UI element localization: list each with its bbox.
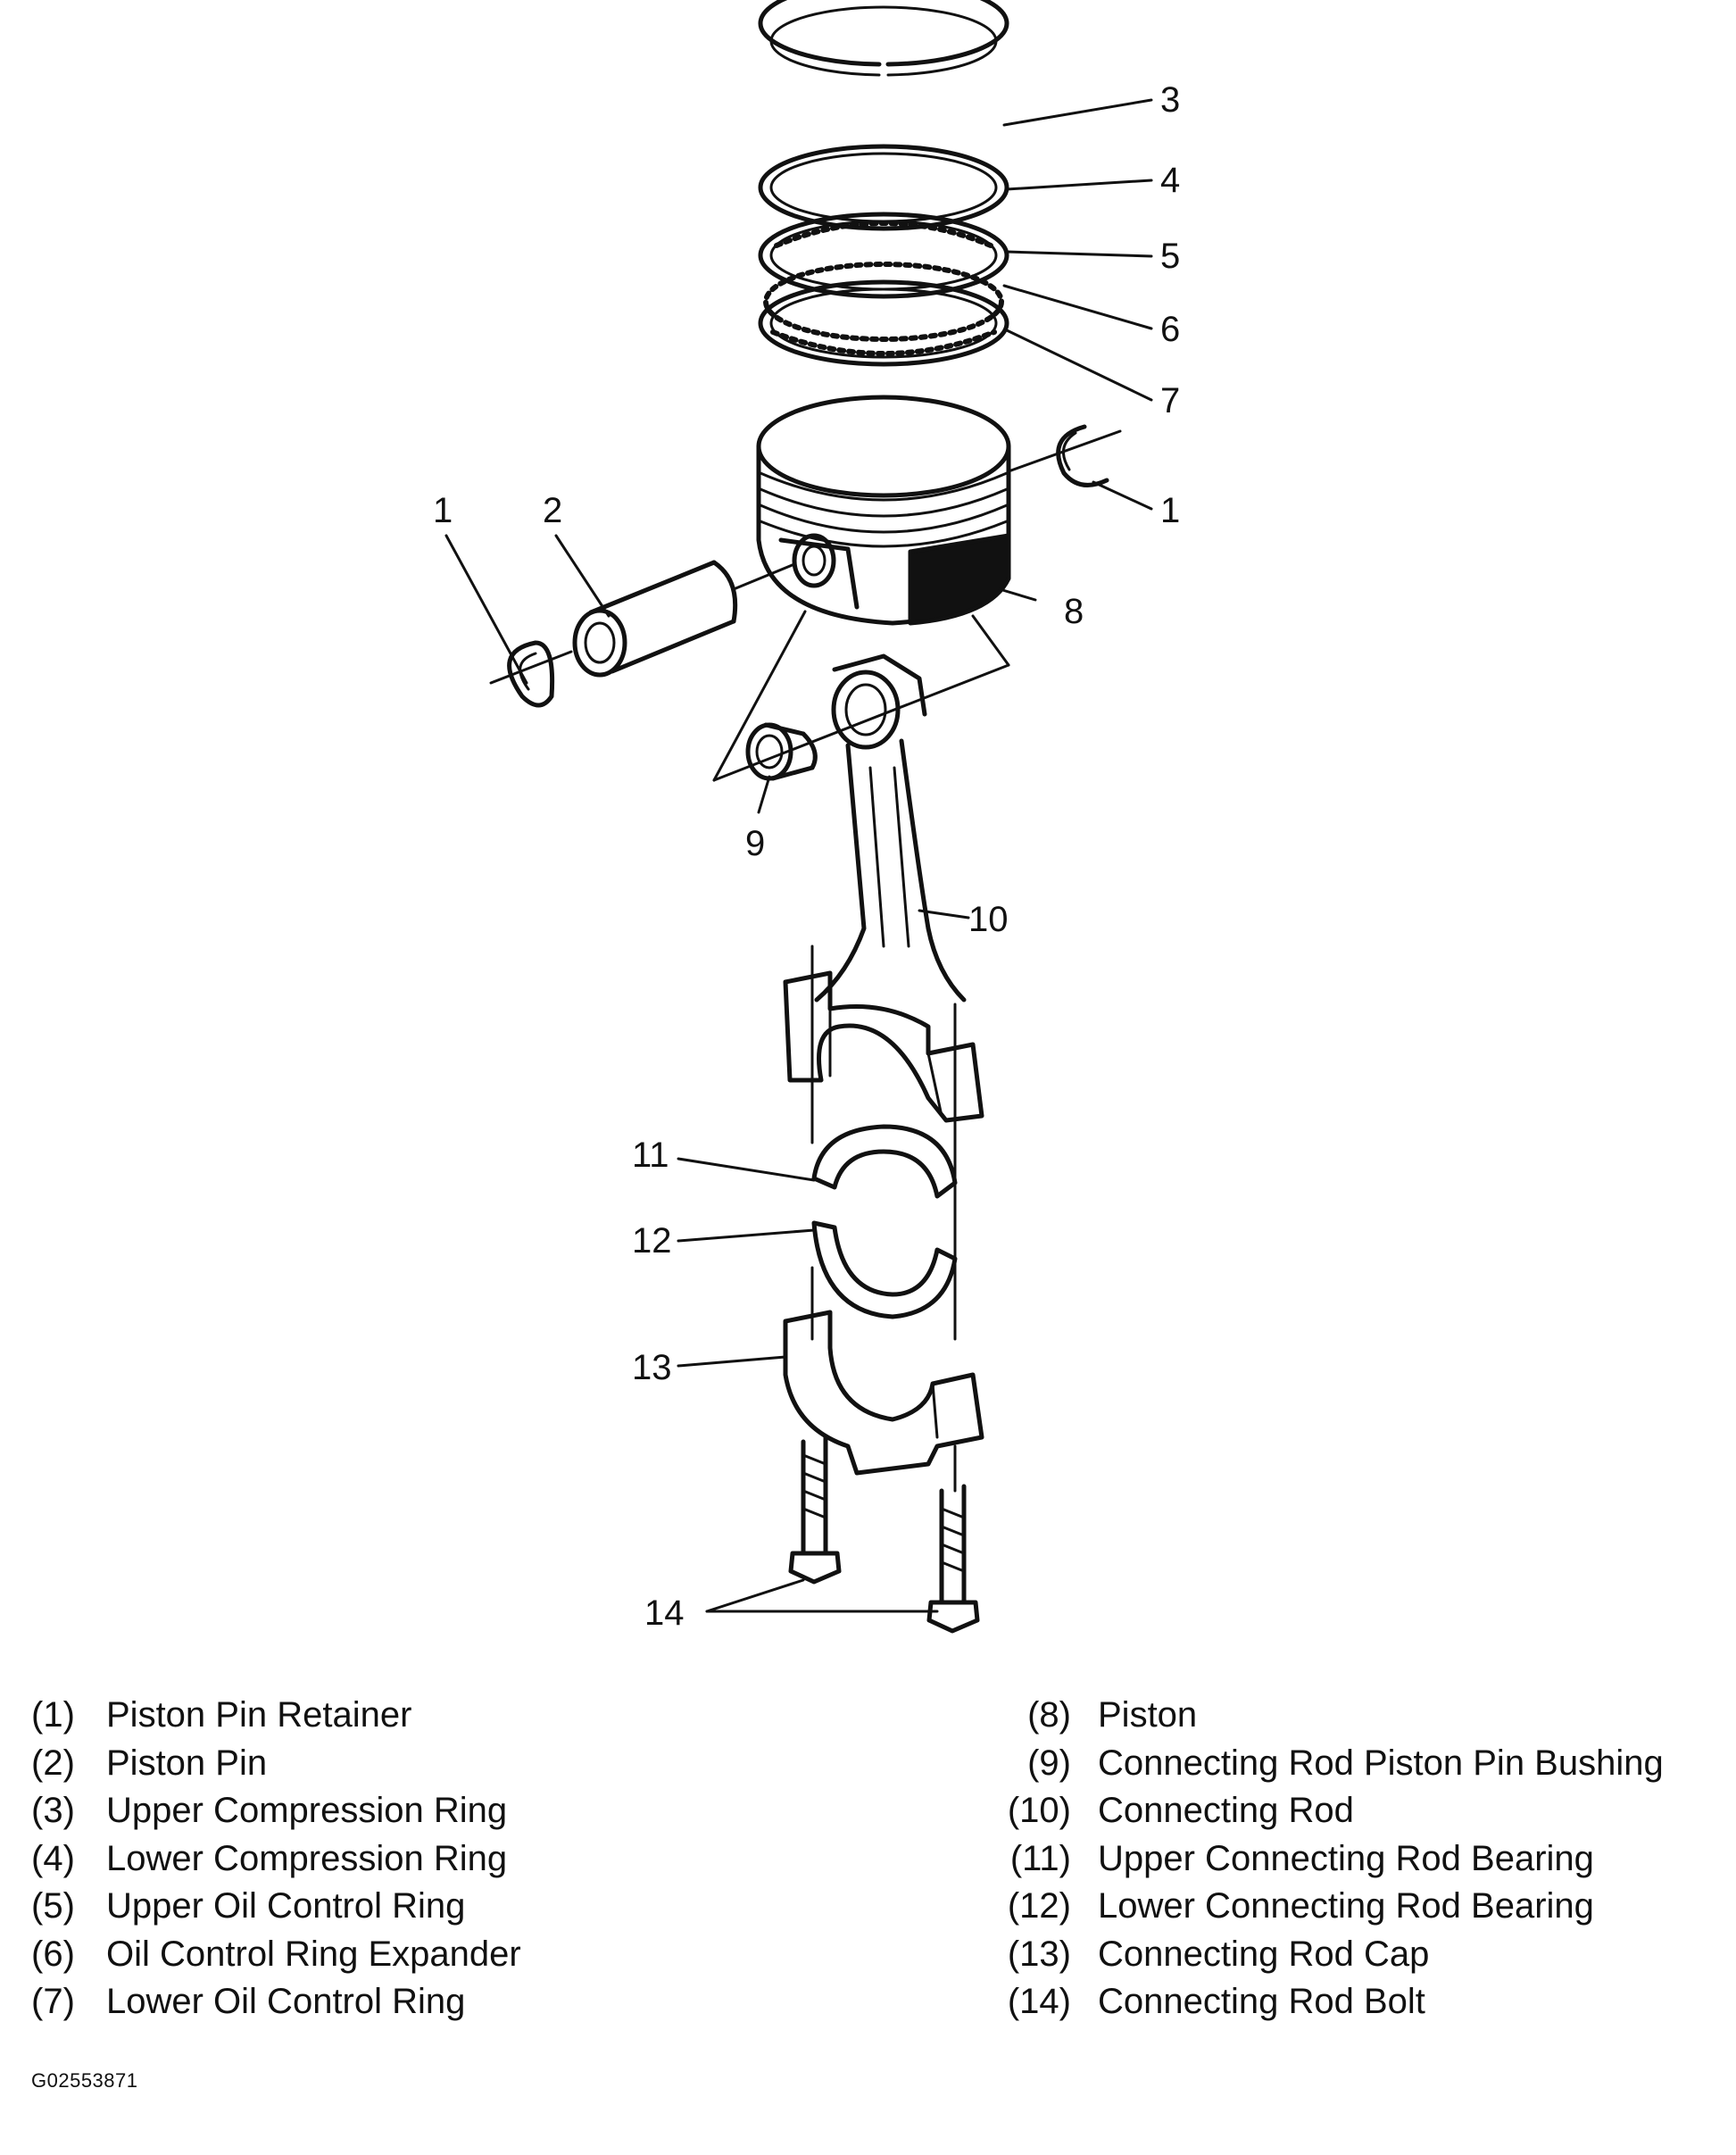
legend-left-column: (1) Piston Pin Retainer (2) Piston Pin (3)… — [31, 1692, 521, 2026]
legend-number: (11) — [1009, 1838, 1071, 1878]
piston-pin-retainer-left — [507, 640, 555, 708]
legend-item: (1) Piston Pin Retainer — [31, 1692, 521, 1740]
figure-code: G02553871 — [31, 2069, 138, 2092]
legend-label: Upper Connecting Rod Bearing — [1098, 1838, 1594, 1878]
legend-number: (2) — [31, 1743, 75, 1783]
callout-4: 4 — [1160, 161, 1180, 200]
connecting-rod-piston-pin-bushing — [745, 722, 818, 781]
legend-number: (14) — [1007, 1982, 1071, 2021]
legend-number: (13) — [1007, 1934, 1071, 1974]
legend-item: (2) Piston Pin — [31, 1740, 521, 1788]
legend-item: (7) Lower Oil Control Ring — [31, 1978, 521, 2026]
callout-1-right: 1 — [1160, 491, 1180, 530]
legend-label: Connecting Rod Bolt — [1098, 1982, 1425, 2021]
legend-number: (8) — [1027, 1695, 1071, 1735]
piston-connecting-rod-exploded-view: 3 4 5 6 7 1 8 1 2 9 10 11 12 13 14 — [433, 0, 1180, 1634]
callout-8: 8 — [1064, 592, 1084, 631]
upper-compression-ring — [758, 0, 1009, 77]
legend-item: (8) Piston — [991, 1692, 1664, 1740]
legend-item: (4) Lower Compression Ring — [31, 1835, 521, 1884]
legend-number: (7) — [31, 1982, 75, 2021]
upper-connecting-rod-bearing — [811, 1124, 958, 1199]
legend-number: (5) — [31, 1886, 75, 1926]
legend-label: Lower Compression Ring — [106, 1838, 508, 1878]
connecting-rod — [783, 653, 984, 1123]
legend-label: Piston Pin — [106, 1743, 268, 1783]
legend-label: Connecting Rod Cap — [1098, 1934, 1430, 1974]
callout-9: 9 — [745, 824, 765, 863]
lower-oil-control-ring — [758, 279, 1009, 367]
legend-label: Piston — [1098, 1695, 1198, 1735]
callout-1-left: 1 — [433, 491, 453, 530]
legend-item: (13) Connecting Rod Cap — [991, 1931, 1664, 1979]
callout-13: 13 — [632, 1348, 672, 1387]
legend-label: Lower Oil Control Ring — [106, 1982, 466, 2021]
callout-3: 3 — [1160, 80, 1180, 120]
legend-label: Oil Control Ring Expander — [106, 1934, 521, 1974]
connecting-rod-cap — [783, 1310, 984, 1476]
legend-label: Piston Pin Retainer — [106, 1695, 412, 1735]
callout-7: 7 — [1160, 381, 1180, 420]
legend-number: (9) — [1027, 1743, 1071, 1783]
legend-item: (6) Oil Control Ring Expander — [31, 1931, 521, 1979]
piston — [756, 395, 1011, 626]
callout-5: 5 — [1160, 237, 1180, 276]
legend-label: Upper Oil Control Ring — [106, 1886, 466, 1926]
legend-number: (6) — [31, 1934, 75, 1974]
connecting-rod-bolt-right — [926, 1484, 980, 1634]
legend-item: (5) Upper Oil Control Ring — [31, 1883, 521, 1931]
legend-label: Connecting Rod Piston Pin Bushing — [1098, 1743, 1664, 1783]
callout-6: 6 — [1160, 310, 1180, 349]
oil-control-ring-expander — [763, 262, 1004, 342]
legend-item: (11) Upper Connecting Rod Bearing — [991, 1835, 1664, 1884]
legend-label: Upper Compression Ring — [106, 1791, 508, 1830]
legend-number: (4) — [31, 1838, 75, 1878]
legend-number: (12) — [1007, 1886, 1071, 1926]
callout-14: 14 — [644, 1593, 685, 1633]
legend-number: (10) — [1007, 1791, 1071, 1830]
piston-pin — [572, 560, 738, 678]
legend-item: (3) Upper Compression Ring — [31, 1787, 521, 1835]
callout-11: 11 — [632, 1136, 669, 1175]
connecting-rod-bolt-left — [788, 1435, 842, 1585]
callout-12: 12 — [632, 1221, 672, 1261]
lower-connecting-rod-bearing — [811, 1220, 958, 1319]
legend-number: (3) — [31, 1791, 75, 1830]
legend-right-column: (8) Piston (9) Connecting Rod Piston Pin B… — [991, 1692, 1664, 2026]
legend-item: (10) Connecting Rod — [991, 1787, 1664, 1835]
legend-item: (9) Connecting Rod Piston Pin Bushing — [991, 1740, 1664, 1788]
callout-2: 2 — [543, 491, 562, 530]
legend-number: (1) — [31, 1695, 75, 1735]
legend-item: (14) Connecting Rod Bolt — [991, 1978, 1664, 2026]
legend-item: (12) Lower Connecting Rod Bearing — [991, 1883, 1664, 1931]
legend-label: Lower Connecting Rod Bearing — [1098, 1886, 1594, 1926]
piston-pin-retainer-right — [1056, 424, 1109, 487]
legend-label: Connecting Rod — [1098, 1791, 1354, 1830]
callout-10: 10 — [968, 900, 1009, 939]
